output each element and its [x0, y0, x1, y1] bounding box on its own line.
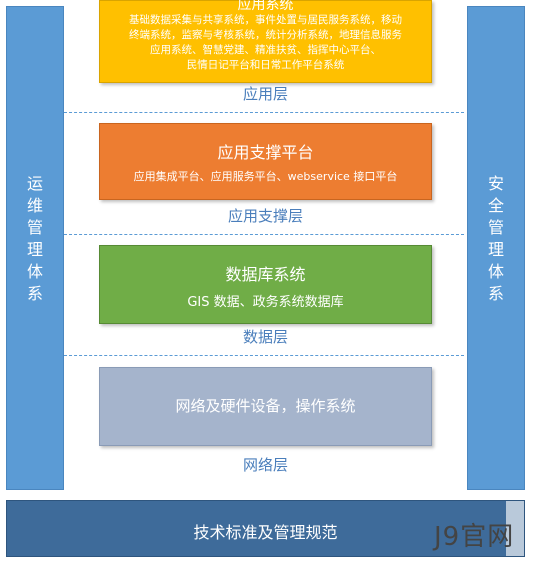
layer-divider	[64, 355, 464, 356]
layer-divider	[64, 112, 464, 113]
database-system-title: 数据库系统	[225, 265, 306, 284]
standards-footer-label: 技术标准及管理规范	[193, 523, 338, 542]
database-system-box: 数据库系统 GIS 数据、政务系统数据库	[99, 245, 432, 324]
security-management-label: 安 全 管 理 体 系	[487, 174, 504, 303]
watermark-text: J9官网	[434, 522, 515, 552]
database-system-subtitle: GIS 数据、政务系统数据库	[187, 295, 344, 310]
network-hardware-title: 网络及硬件设备，操作系统	[175, 397, 356, 415]
network-layer-label: 网络层	[242, 456, 288, 474]
application-line: 终端系统，监察与考核系统，统计分析系统，地理信息服务	[129, 29, 402, 41]
support-platform-box: 应用支撑平台 应用集成平台、应用服务平台、webservice 接口平台	[99, 123, 432, 200]
ops-management-column: 运 维 管 理 体 系	[6, 6, 64, 490]
data-layer-label: 数据层	[242, 328, 288, 346]
network-hardware-box: 网络及硬件设备，操作系统	[99, 367, 432, 446]
application-system-title: 应用系统	[237, 0, 294, 13]
application-system-box: 应用系统 基础数据采集与共享系统，事件处置与居民服务系统，移动 终端系统，监察与…	[99, 0, 432, 83]
application-line: 应用系统、智慧党建、精准扶贫、指挥中心平台、	[150, 44, 381, 56]
application-line: 民情日记平台和日常工作平台系统	[186, 59, 345, 71]
support-layer-label: 应用支撑层	[227, 207, 303, 225]
standards-footer-bar: 技术标准及管理规范	[6, 500, 525, 557]
application-layer-label: 应用层	[242, 85, 288, 103]
footer-shade	[506, 501, 524, 556]
security-management-column: 安 全 管 理 体 系	[467, 6, 525, 490]
application-line: 基础数据采集与共享系统，事件处置与居民服务系统，移动	[129, 14, 402, 26]
layer-divider	[64, 234, 464, 235]
support-platform-subtitle: 应用集成平台、应用服务平台、webservice 接口平台	[133, 170, 398, 183]
application-system-lines: 基础数据采集与共享系统，事件处置与居民服务系统，移动 终端系统，监察与考核系统，…	[100, 13, 431, 73]
ops-management-label: 运 维 管 理 体 系	[26, 174, 43, 303]
support-platform-title: 应用支撑平台	[217, 143, 314, 162]
